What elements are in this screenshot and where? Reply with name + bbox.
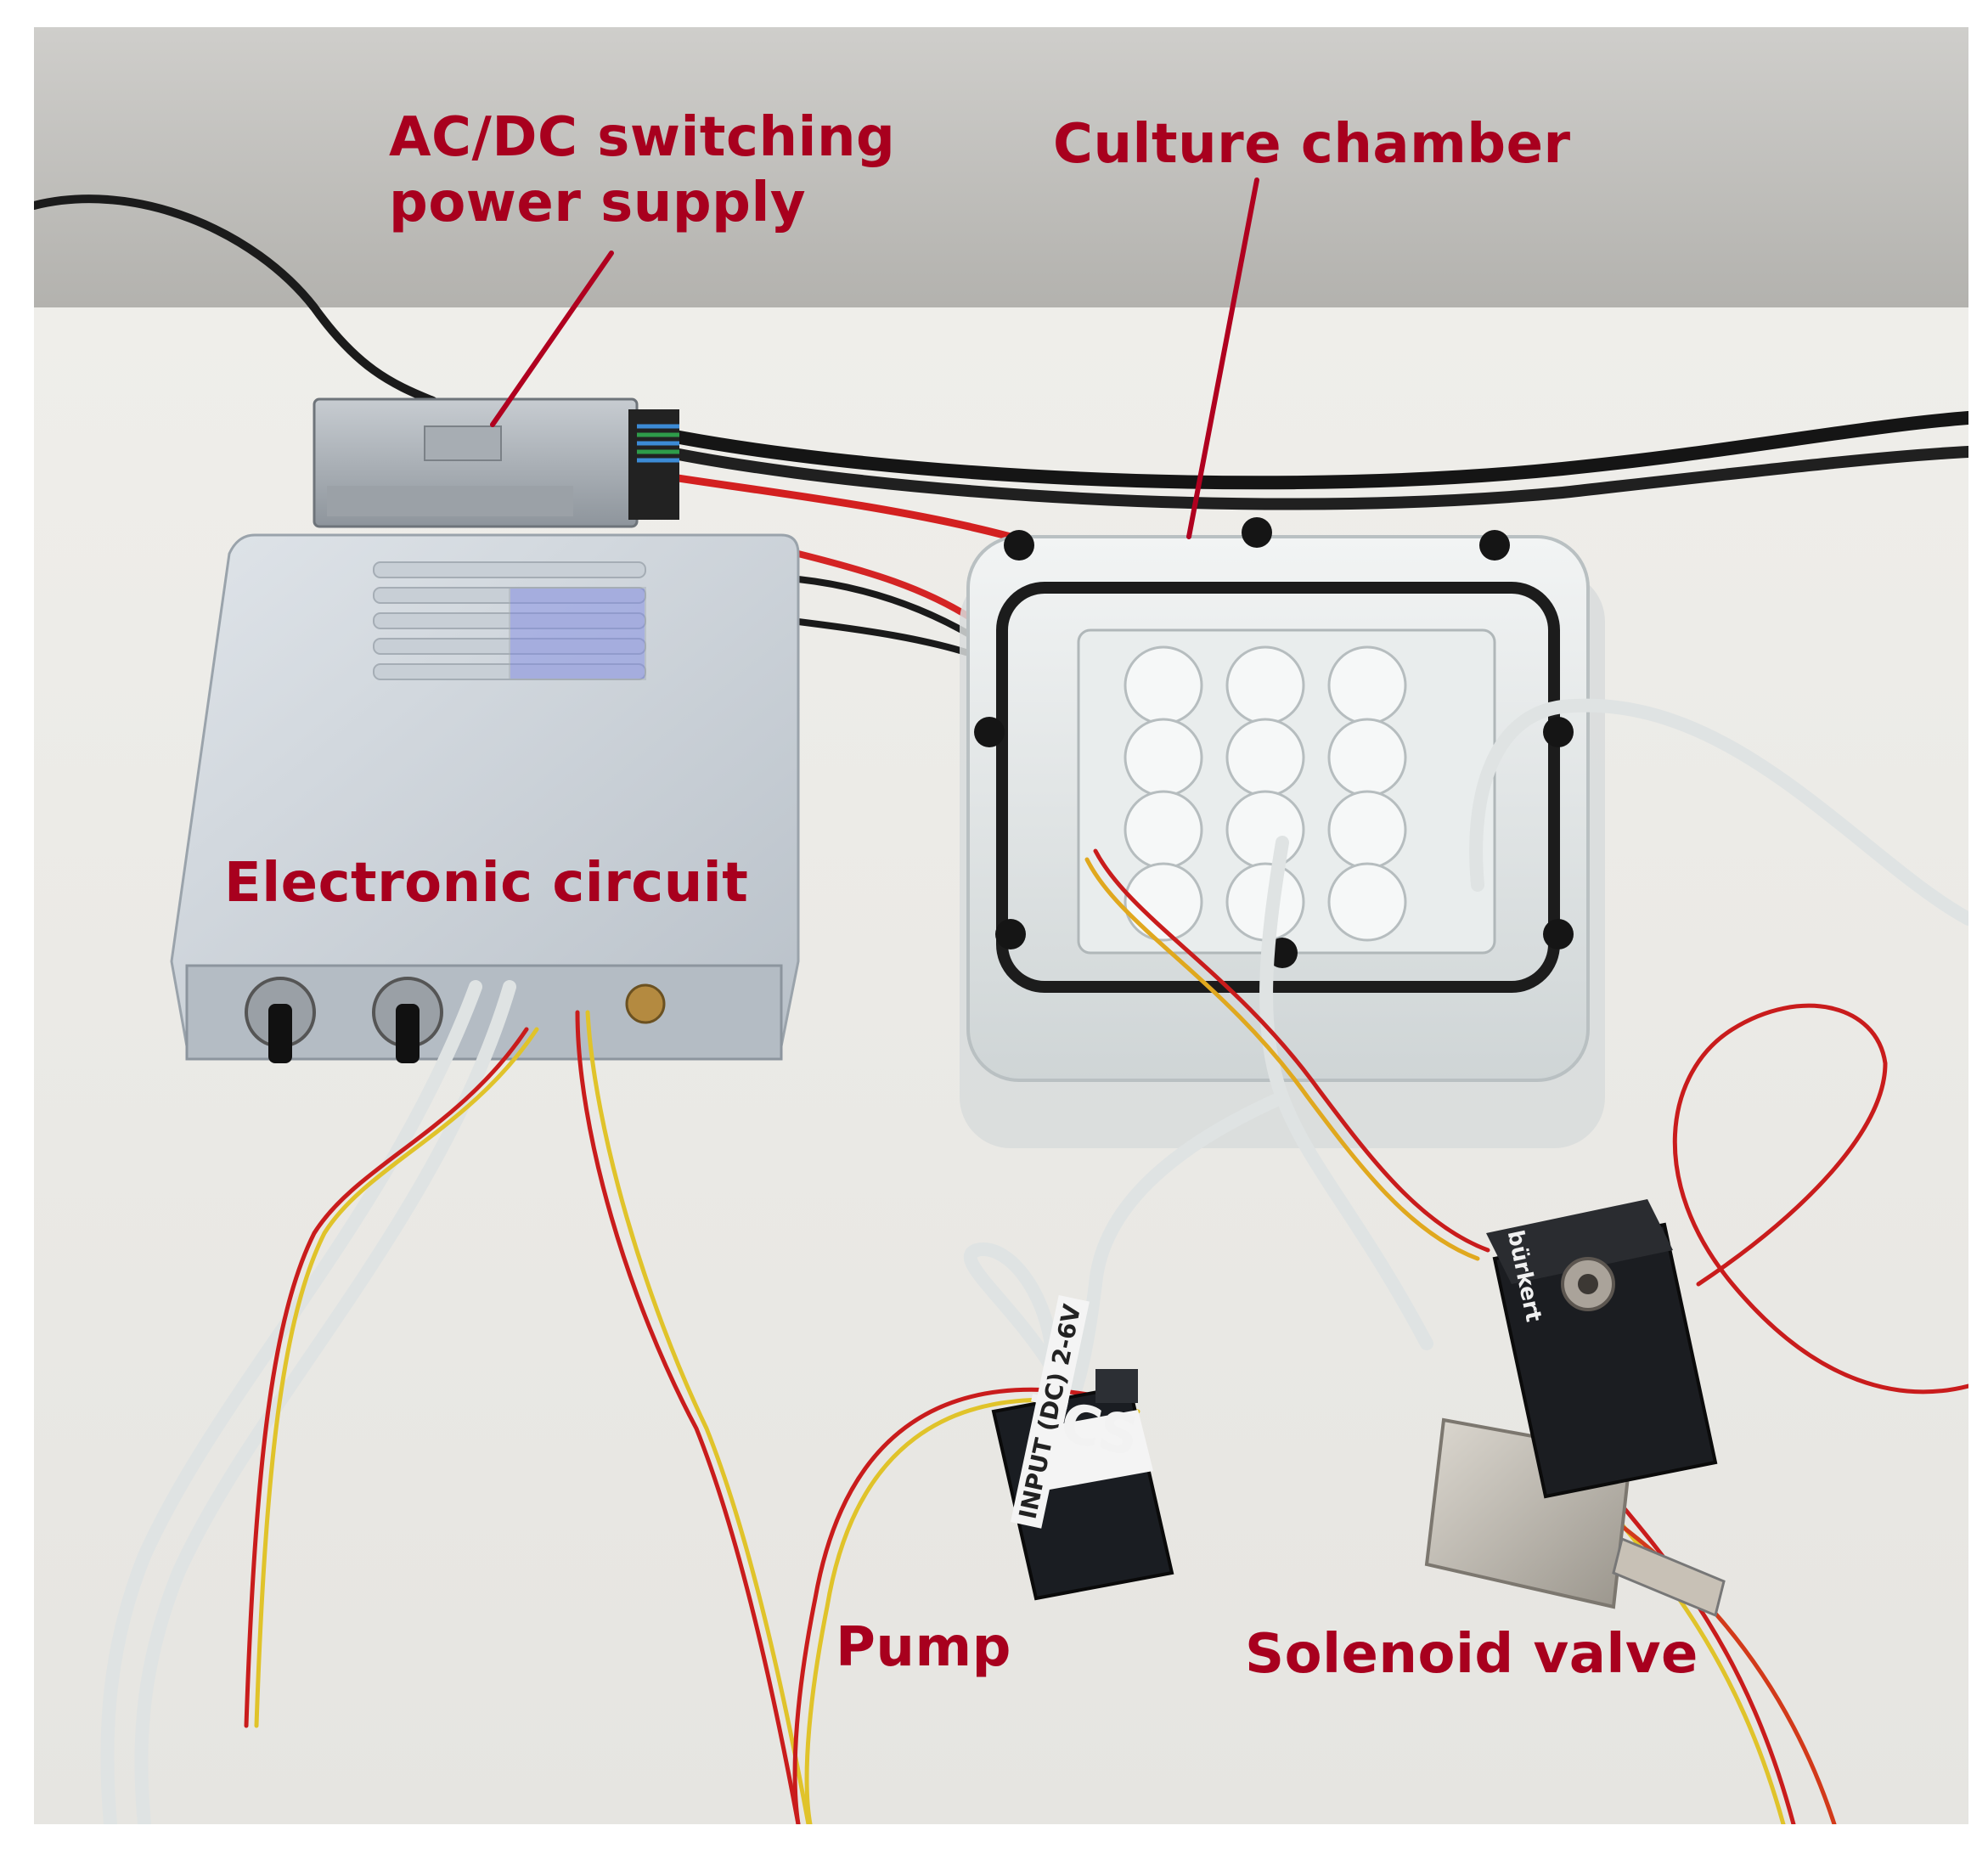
culture-chamber [960,517,1605,1148]
setup-photo [34,27,1968,1824]
well-plate [1124,645,1407,942]
leader-line-power-supply [490,251,614,427]
power-supply-unit [313,397,679,528]
electronic-circuit-box [170,533,800,1063]
power-supply-label-line2: power supply [389,171,807,234]
culture-chamber-label: Culture chamber [1053,113,1571,176]
pump-label: Pump [836,1616,1011,1679]
solenoid-valve-label: Solenoid valve [1245,1623,1698,1686]
ventilation-slots [373,561,646,680]
leader-lines [490,177,1259,539]
leader-line-culture-chamber [1186,177,1259,539]
power-supply-label-line1: AC/DC switching [389,106,896,169]
electronic-circuit-label: Electronic circuit [224,852,749,915]
toggle-switch [625,983,666,1024]
power-supply-label: AC/DC switching power supply [389,105,932,236]
solenoid-valve [1424,1199,1726,1618]
photo-frame: AC/DC switching power supply Culture cha… [34,27,1968,1824]
wall [34,27,1968,307]
